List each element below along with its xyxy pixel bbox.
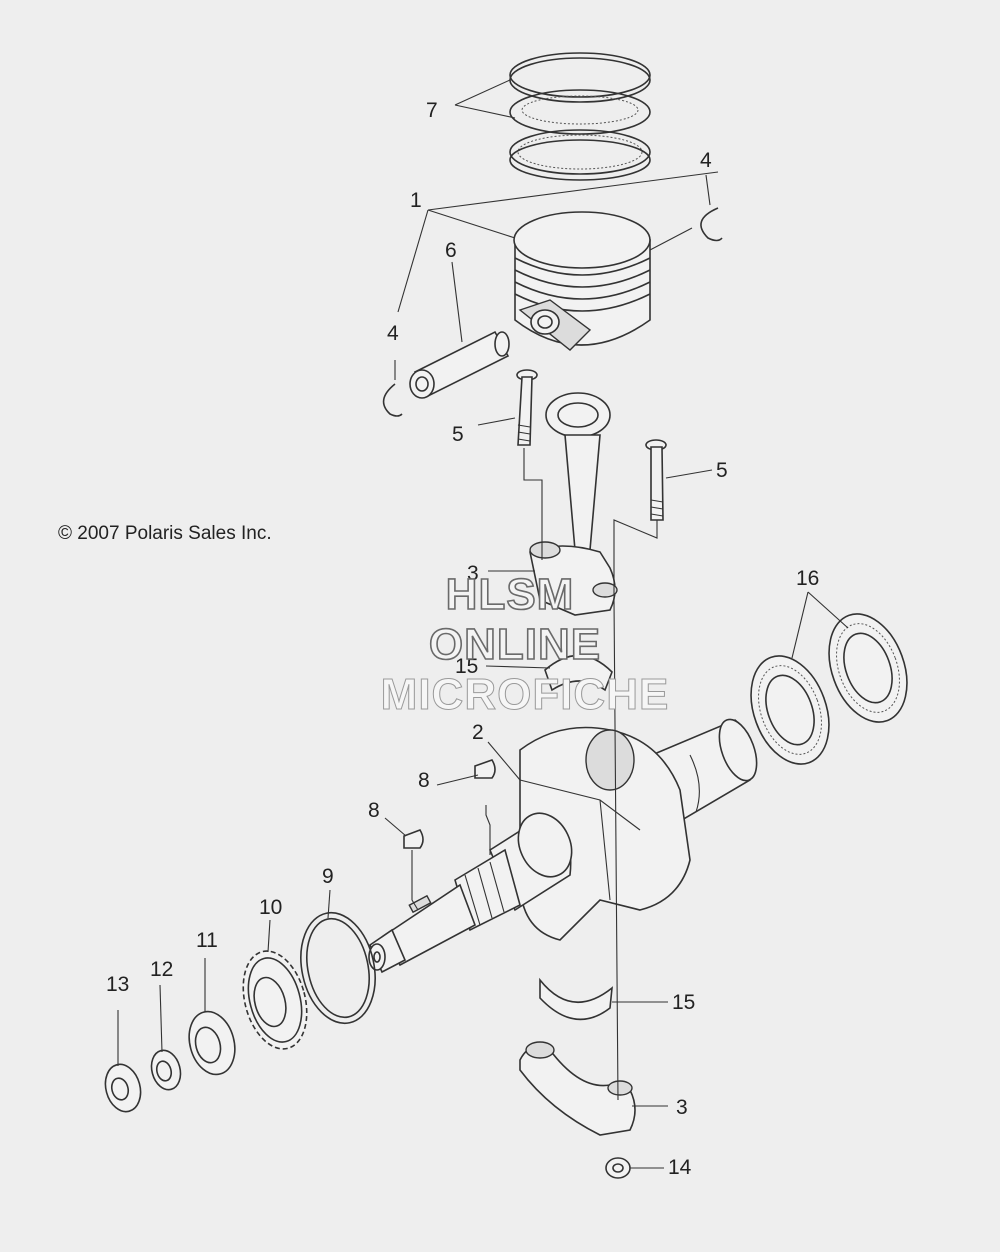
callout-8-upper: 8 [418, 769, 430, 792]
woodruff-key-upper [474, 759, 496, 779]
watermark-line-3: MICROFICHE [380, 670, 670, 720]
callout-4-left: 4 [387, 322, 399, 345]
callout-15-upper: 15 [455, 655, 479, 678]
watermark-line-2: ONLINE [428, 619, 602, 670]
callout-15-lower: 15 [672, 991, 696, 1014]
callout-7: 7 [426, 99, 438, 122]
callout-12: 12 [150, 958, 174, 981]
woodruff-key-lower [403, 829, 424, 849]
piston-rings [509, 52, 651, 181]
lock-nut [188, 1010, 236, 1076]
callout-13: 13 [106, 973, 130, 996]
callout-8-lower: 8 [368, 799, 380, 822]
callout-3-upper: 3 [467, 562, 479, 585]
leader-lines [117, 79, 849, 1169]
callout-16: 16 [796, 567, 820, 590]
callout-9: 9 [322, 865, 334, 888]
piston [513, 211, 651, 351]
callout-5-right: 5 [716, 459, 728, 482]
timing-sprocket [242, 950, 308, 1050]
circlip-right [700, 207, 723, 242]
rod-cap [519, 1041, 636, 1136]
o-ring [300, 911, 376, 1025]
callout-2: 2 [472, 721, 484, 744]
rod-bolt-left [516, 369, 538, 446]
callout-4-top: 4 [700, 149, 712, 172]
callout-5-left: 5 [452, 423, 464, 446]
copyright-notice: © 2007 Polaris Sales Inc. [58, 523, 272, 544]
flange-nut [605, 1157, 631, 1179]
circlip-left [382, 383, 403, 417]
callout-11: 11 [196, 929, 218, 952]
connecting-rod [529, 392, 618, 616]
watermark-line-1: HLSM [445, 569, 575, 620]
bearing-shell-lower [539, 977, 613, 1021]
crankshaft [368, 718, 758, 974]
rod-bolt-right [645, 439, 667, 521]
callout-14: 14 [668, 1156, 692, 1179]
callout-3-lower: 3 [676, 1096, 688, 1119]
bearing-shell-upper [544, 654, 613, 692]
main-bearing-2 [828, 613, 908, 723]
washer [150, 1049, 182, 1091]
main-bearing-1 [750, 655, 830, 765]
callout-1: 1 [410, 189, 422, 212]
hex-nut [104, 1063, 142, 1113]
callout-6: 6 [445, 239, 457, 262]
callout-10: 10 [259, 896, 283, 919]
wrist-pin [409, 330, 510, 399]
